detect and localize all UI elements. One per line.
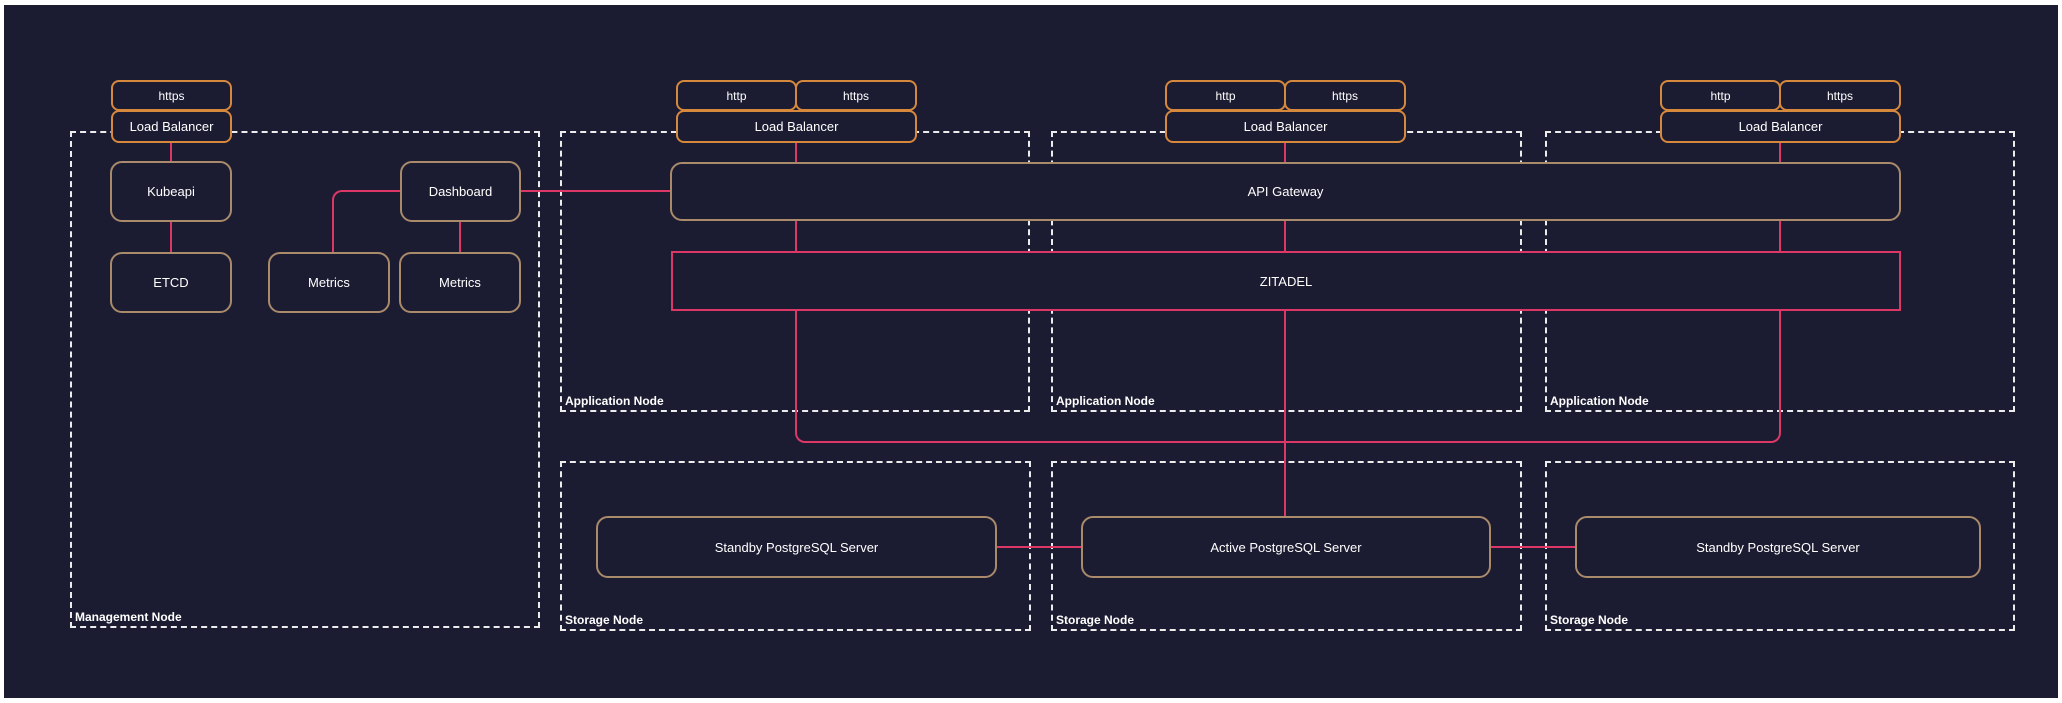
lb1-protocol-https: https — [111, 80, 232, 111]
edge-lb2-apigateway — [795, 143, 797, 162]
node-kubeapi: Kubeapi — [110, 161, 232, 222]
lb3-load-balancer: Load Balancer — [1165, 110, 1406, 143]
edge-lb3-apigateway — [1284, 143, 1286, 162]
edge-zitadel-activedb-right — [1284, 311, 1781, 443]
node-zitadel: ZITADEL — [671, 251, 1901, 311]
edge-dashboard-metrics-1 — [332, 190, 401, 252]
region-label: Application Node — [1550, 394, 1649, 408]
node-standby-postgresql-1: Standby PostgreSQL Server — [596, 516, 997, 578]
lb3-protocol-http: http — [1165, 80, 1286, 111]
edge-dashboard-metrics-2 — [459, 222, 461, 252]
region-label: Storage Node — [1550, 613, 1629, 627]
region-management-node: Management Node — [70, 131, 540, 628]
lb4-load-balancer: Load Balancer — [1660, 110, 1901, 143]
edge-dashboard-apigateway — [521, 190, 670, 192]
lb2-protocol-https: https — [795, 80, 917, 111]
edge-activedb-standby2 — [1491, 546, 1575, 548]
node-dashboard: Dashboard — [400, 161, 521, 222]
region-label: Storage Node — [565, 613, 644, 627]
lb2-load-balancer: Load Balancer — [676, 110, 917, 143]
node-api-gateway: API Gateway — [670, 162, 1901, 221]
region-label: Application Node — [565, 394, 664, 408]
lb4-protocol-http: http — [1660, 80, 1781, 111]
lb1-load-balancer: Load Balancer — [111, 110, 232, 143]
node-active-postgresql: Active PostgreSQL Server — [1081, 516, 1491, 578]
edge-zitadel-activedb-left — [795, 311, 1286, 443]
region-label: Management Node — [75, 610, 182, 624]
edge-apigateway-zitadel-1 — [795, 221, 797, 251]
edge-standby1-activedb — [997, 546, 1081, 548]
edge-lb1-kubeapi — [170, 143, 172, 161]
edge-kubeapi-etcd — [170, 222, 172, 252]
edge-apigateway-zitadel-3 — [1779, 221, 1781, 251]
node-etcd: ETCD — [110, 252, 232, 313]
region-label: Application Node — [1056, 394, 1155, 408]
edge-zitadel-activedb-center — [1284, 311, 1286, 516]
lb4-protocol-https: https — [1779, 80, 1901, 111]
edge-lb4-apigateway — [1779, 143, 1781, 162]
region-label: Storage Node — [1056, 613, 1135, 627]
node-standby-postgresql-2: Standby PostgreSQL Server — [1575, 516, 1981, 578]
edge-apigateway-zitadel-2 — [1284, 221, 1286, 251]
node-metrics-2: Metrics — [399, 252, 521, 313]
lb2-protocol-http: http — [676, 80, 797, 111]
node-metrics-1: Metrics — [268, 252, 390, 313]
lb3-protocol-https: https — [1284, 80, 1406, 111]
